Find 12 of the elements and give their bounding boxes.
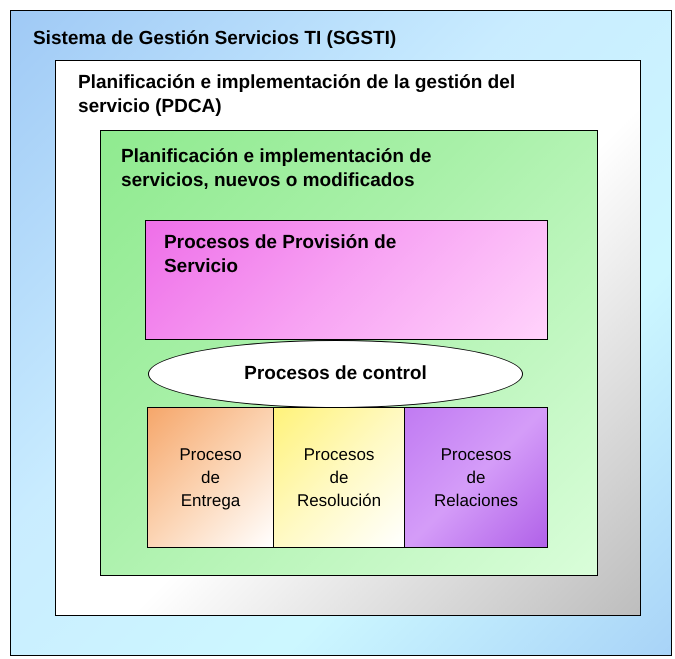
process-box: Procesos de Relaciones bbox=[404, 407, 548, 548]
panel-title: Planificación e implementación de la gestión del servicio (PDCA) bbox=[78, 71, 516, 119]
system-panel bbox=[10, 10, 672, 656]
panel-title: Planificación e implementación de servicios, nuevos o modificados bbox=[121, 145, 432, 193]
services-panel bbox=[100, 130, 598, 576]
provision-box bbox=[145, 220, 548, 340]
management-panel bbox=[55, 60, 641, 616]
process-box: Proceso de Entrega bbox=[147, 407, 274, 548]
panel-title: Sistema de Gestión Servicios TI (SGSTI) bbox=[33, 27, 398, 51]
control-ellipse: Procesos de control bbox=[148, 340, 523, 408]
box-title: Procesos de Provisión de Servicio bbox=[164, 231, 398, 279]
process-box: Procesos de Resolución bbox=[273, 407, 405, 548]
